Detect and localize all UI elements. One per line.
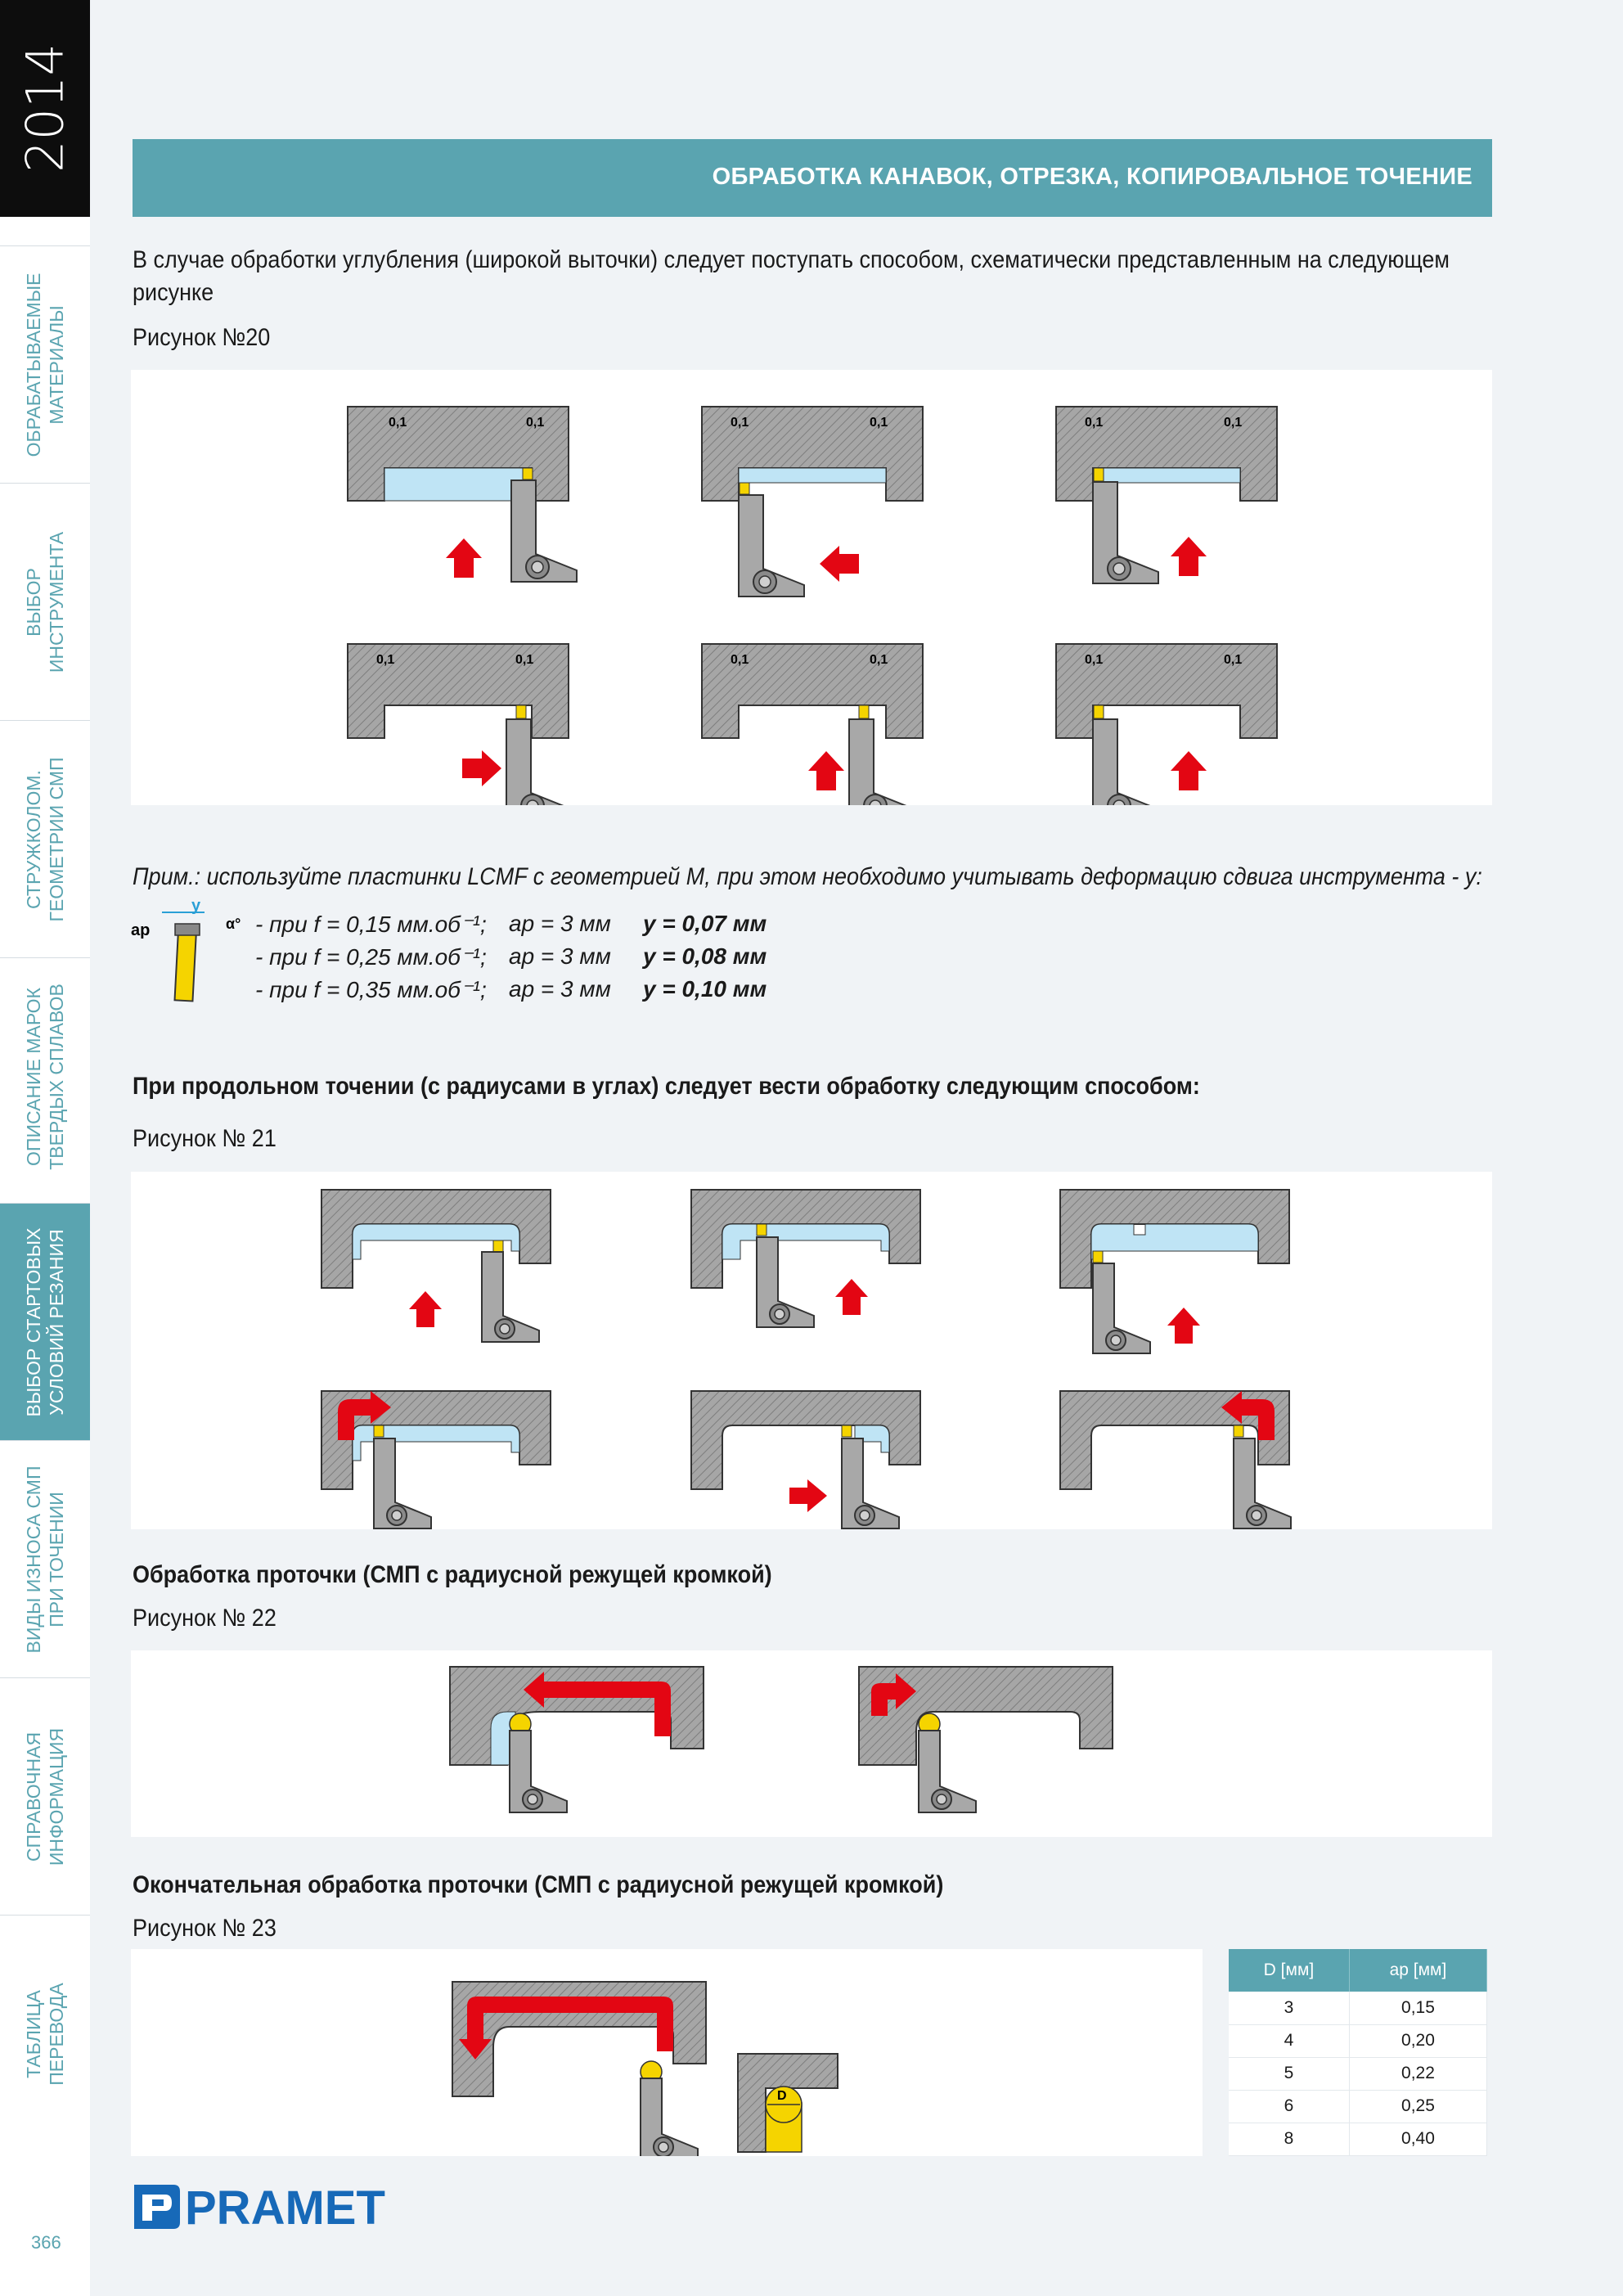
svg-text:0,1: 0,1 [1085, 416, 1103, 430]
year-badge: 2014 [0, 0, 90, 217]
svg-text:0,1: 0,1 [870, 416, 888, 430]
sidebar-tab-wear[interactable]: ВИДЫ ИЗНОСА СМП ПРИ ТОЧЕНИИ [0, 1440, 90, 1677]
alpha-symbol: α° [226, 916, 241, 932]
table-header: ap [мм] [1349, 1949, 1488, 1992]
svg-text:0,1: 0,1 [389, 416, 407, 430]
logo-text: PRAMET [185, 2181, 385, 2235]
sidebar-tab-grades[interactable]: ОПИСАНИЕ МАРОК ТВЕРДЫХ СПЛАВОВ [0, 957, 90, 1195]
year-label: 2014 [15, 43, 75, 173]
figure-20-drawing: 0,1 0,1 0,1 0,1 0,1 0,1 [347, 406, 1278, 822]
intro-text: В случае обработки углубления (широкой в… [133, 246, 1450, 306]
figure-20: 0,1 0,1 0,1 0,1 0,1 0,1 [131, 370, 1492, 822]
svg-text:0,1: 0,1 [731, 653, 749, 667]
sidebar-tab-label: ОБРАБАТЫВАЕМЫЕ МАТЕРИАЛЫ [23, 272, 67, 457]
svg-text:0,1: 0,1 [526, 416, 544, 430]
sidebar-tab-reference[interactable]: СПРАВОЧНАЯ ИНФОРМАЦИЯ [0, 1677, 90, 1915]
sidebar: 2014 ОБРАБАТЫВАЕМЫЕ МАТЕРИАЛЫ ВЫБОР ИНСТ… [0, 0, 90, 2296]
svg-text:0,1: 0,1 [1224, 416, 1242, 430]
svg-text:0,1: 0,1 [376, 653, 394, 667]
pramet-logo: PRAMET [134, 2181, 385, 2235]
ap-symbol: ap [131, 921, 150, 939]
svg-text:0,1: 0,1 [515, 653, 533, 667]
section21-heading: При продольном точении (с радиусами в уг… [133, 1073, 1200, 1100]
fig23-caption: Рисунок № 23 [133, 1915, 276, 1942]
svg-text:0,1: 0,1 [1085, 653, 1103, 667]
sidebar-tab-label: ВЫБОР ИНСТРУМЕНТА [23, 531, 67, 673]
sidebar-tab-label: ОПИСАНИЕ МАРОК ТВЕРДЫХ СПЛАВОВ [23, 984, 67, 1170]
sidebar-tab-label: СПРАВОЧНАЯ ИНФОРМАЦИЯ [23, 1727, 67, 1866]
fig22-caption: Рисунок № 22 [133, 1605, 276, 1632]
d-label: D [777, 2089, 787, 2103]
svg-text:0,1: 0,1 [731, 416, 749, 430]
sidebar-tab-materials[interactable]: ОБРАБАТЫВАЕМЫЕ МАТЕРИАЛЫ [0, 245, 90, 483]
y-symbol: y [191, 897, 201, 915]
figure-21 [131, 1172, 1492, 1529]
sidebar-tab-chipbreakers[interactable]: СТРУЖКОЛОМ. ГЕОМЕТРИИ СМП [0, 720, 90, 957]
svg-text:0,1: 0,1 [1224, 653, 1242, 667]
fig20-caption: Рисунок №20 [133, 324, 271, 351]
sidebar-tab-conversion[interactable]: ТАБЛИЦА ПЕРЕВОДА [0, 1915, 90, 2152]
page-number: 366 [31, 2232, 61, 2253]
section-title: ОБРАБОТКА КАНАВОК, ОТРЕЗКА, КОПИРОВАЛЬНО… [712, 164, 1472, 190]
fig21-caption: Рисунок № 21 [133, 1125, 276, 1152]
figure-22 [131, 1650, 1492, 1837]
insert-deflection-diagram: y ap α° [131, 897, 241, 1002]
figure-23: D [131, 1949, 1203, 2161]
sidebar-tab-tool-selection[interactable]: ВЫБОР ИНСТРУМЕНТА [0, 483, 90, 720]
sidebar-tab-label: ТАБЛИЦА ПЕРЕВОДА [23, 1983, 67, 2086]
lcmf-note: Прим.: используйте пластинки LCMF с геом… [133, 863, 1482, 890]
sidebar-tab-label: СТРУЖКОЛОМ. ГЕОМЕТРИИ СМП [23, 757, 67, 922]
sidebar-tab-label: ВЫБОР СТАРТОВЫХ УСЛОВИЙ РЕЗАНИЯ [23, 1227, 67, 1417]
section23-heading: Окончательная обработка проточки (СМП с … [133, 1871, 944, 1898]
section-header: ОБРАБОТКА КАНАВОК, ОТРЕЗКА, КОПИРОВАЛЬНО… [133, 139, 1492, 217]
figure-21-drawing [321, 1189, 1292, 1529]
sidebar-tab-cutting-conditions[interactable]: ВЫБОР СТАРТОВЫХ УСЛОВИЙ РЕЗАНИЯ [0, 1203, 90, 1440]
sidebar-tab-label: ВИДЫ ИЗНОСА СМП ПРИ ТОЧЕНИИ [23, 1465, 67, 1654]
section22-heading: Обработка проточки (СМП с радиусной режу… [133, 1561, 772, 1588]
table-header: D [мм] [1229, 1949, 1350, 1992]
figure-23-drawing: D [452, 1981, 838, 2161]
figure-22-drawing [449, 1666, 1113, 1813]
svg-text:0,1: 0,1 [870, 653, 888, 667]
